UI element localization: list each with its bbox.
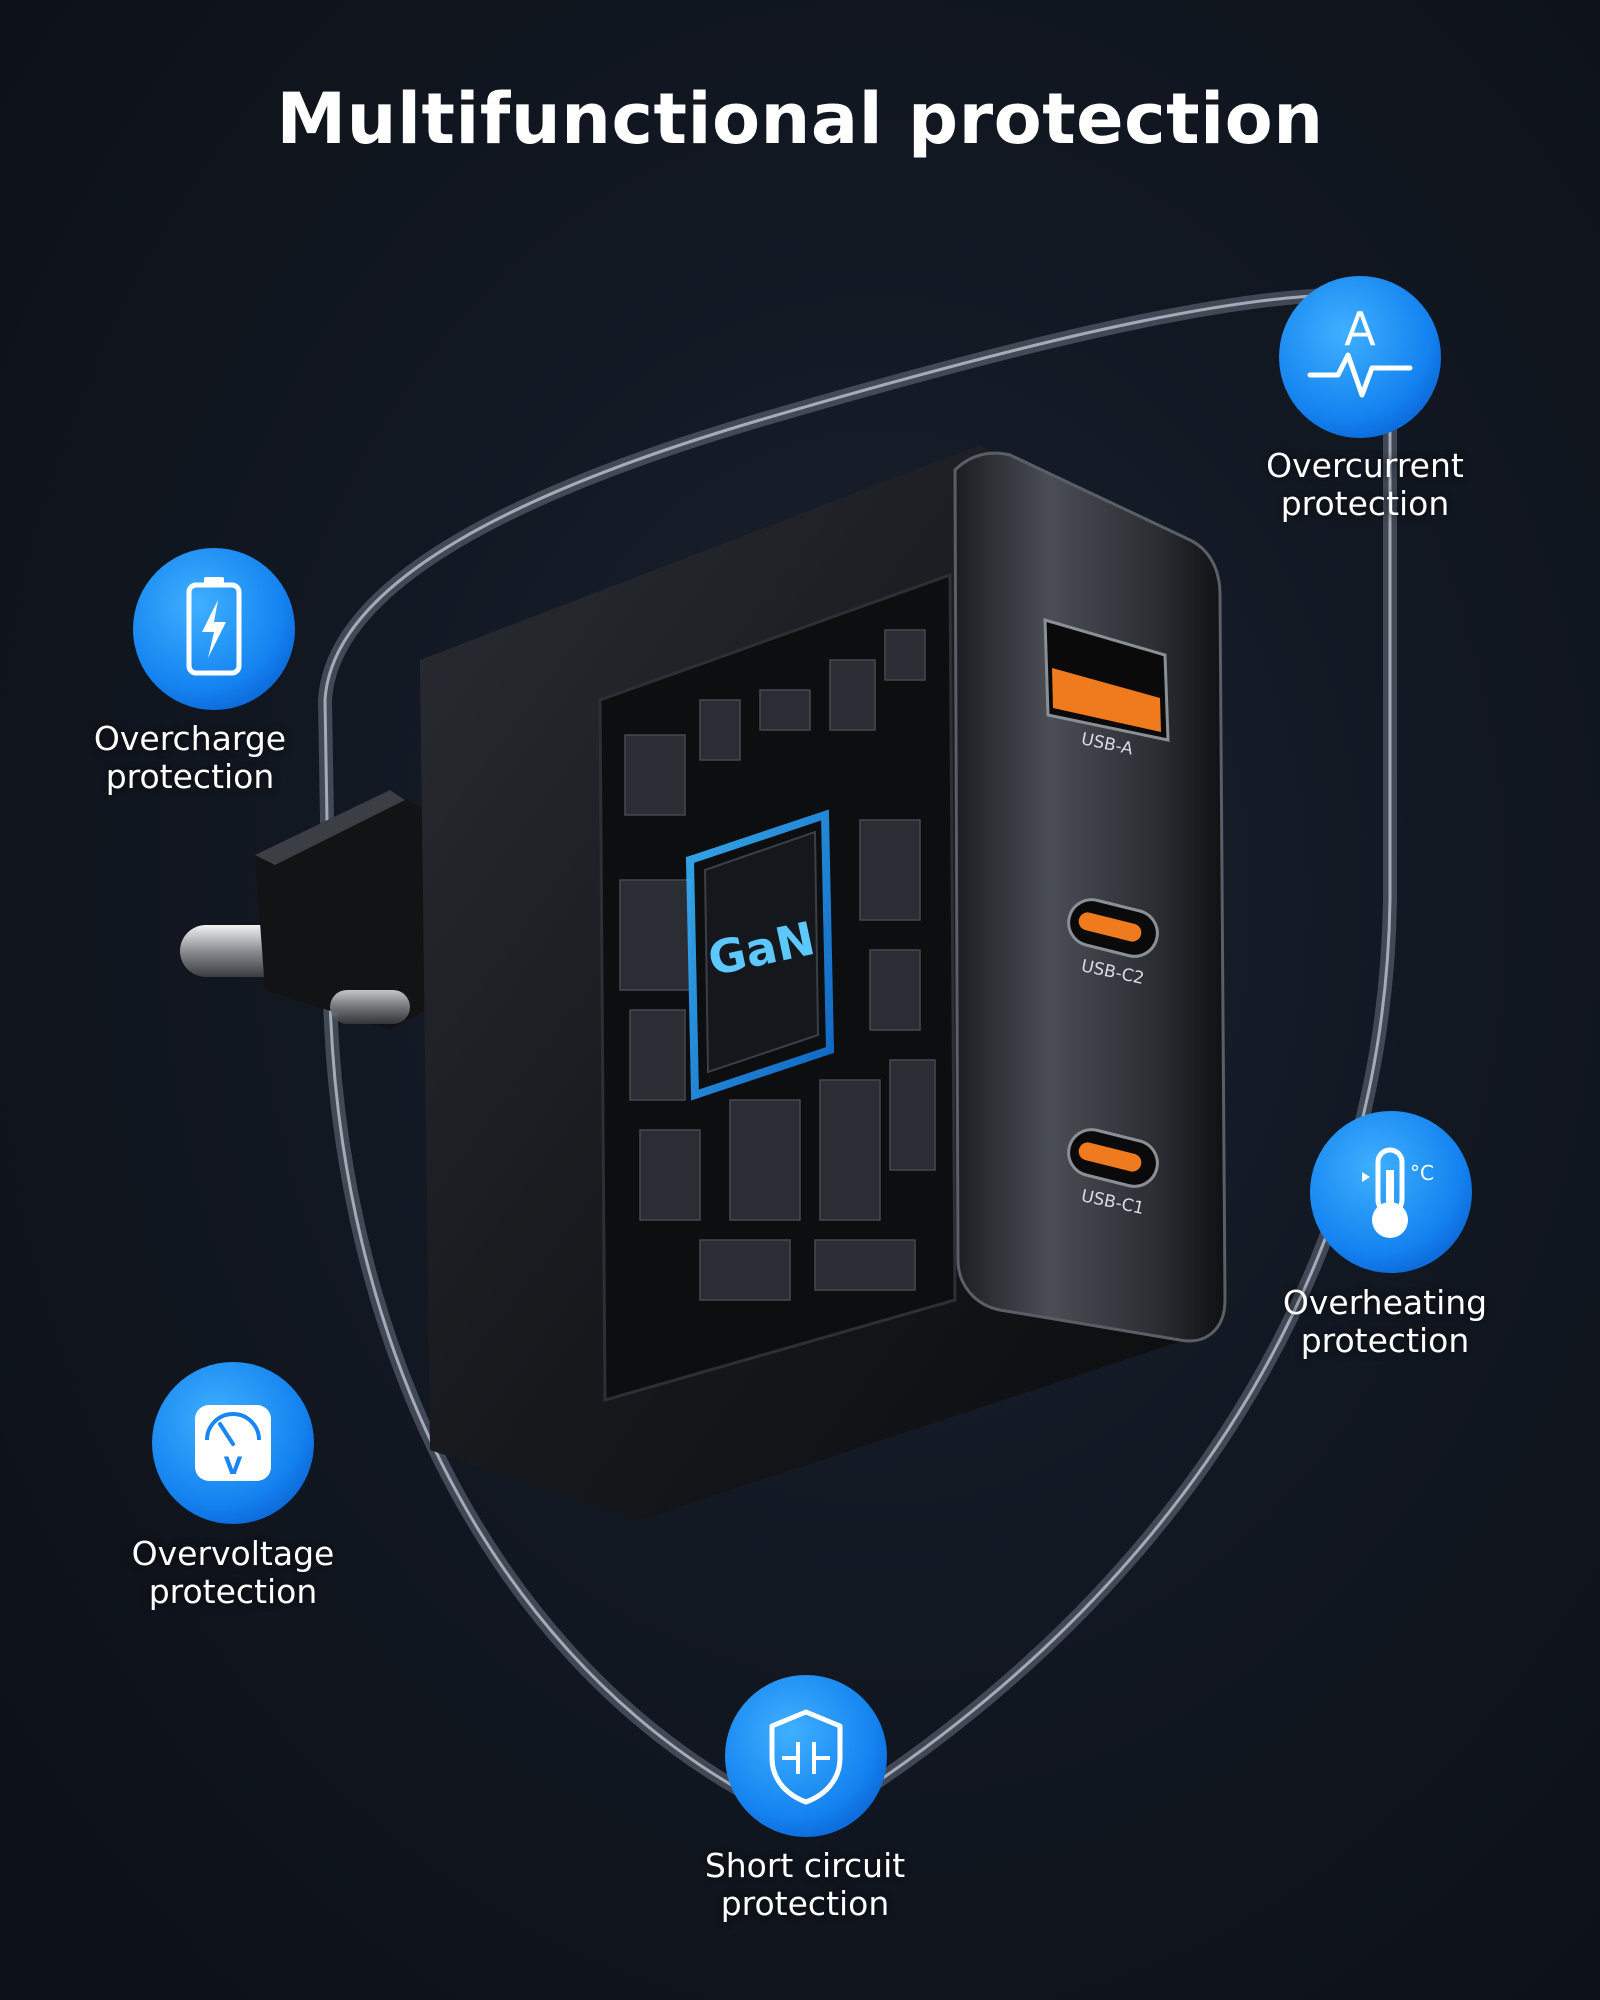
usb-c2-port: USB-C2 bbox=[1067, 898, 1159, 989]
feature-label-line: protection bbox=[1300, 1321, 1470, 1360]
feature-label-line: protection bbox=[1280, 484, 1450, 523]
feature-label-overvoltage: Overvoltage protection bbox=[83, 1535, 383, 1611]
feature-label-line: Overcurrent bbox=[1266, 446, 1464, 485]
feature-label-overheating: Overheating protection bbox=[1235, 1284, 1535, 1360]
battery-bolt-icon bbox=[133, 548, 295, 710]
charger-body: GaN USB-A USB-C2 USB-C1 bbox=[420, 445, 1227, 1520]
ammeter-pulse-icon: A bbox=[1279, 276, 1441, 438]
page-title: Multifunctional protection bbox=[276, 78, 1324, 160]
feature-label-overcharge: Overcharge protection bbox=[40, 720, 340, 796]
shield-circuit-icon bbox=[725, 1675, 887, 1837]
gan-chip: GaN bbox=[685, 809, 835, 1101]
ampere-symbol: A bbox=[1344, 302, 1376, 356]
feature-label-line: protection bbox=[720, 1884, 890, 1923]
circuit-components bbox=[619, 629, 936, 1301]
feature-label-line: Short circuit bbox=[704, 1846, 906, 1885]
volt-symbol: V bbox=[224, 1452, 243, 1480]
feature-label-line: protection bbox=[148, 1572, 318, 1611]
thermometer-celsius-icon: °C bbox=[1310, 1111, 1472, 1273]
feature-label-overcurrent: Overcurrent protection bbox=[1215, 447, 1515, 523]
feature-label-line: Overheating bbox=[1282, 1283, 1488, 1322]
feature-label-line: Overcharge bbox=[93, 719, 287, 758]
voltmeter-gauge-icon: V bbox=[152, 1362, 314, 1524]
eu-plug bbox=[180, 790, 460, 1030]
feature-label-short-circuit: Short circuit protection bbox=[655, 1847, 955, 1923]
celsius-symbol: °C bbox=[1410, 1161, 1434, 1185]
feature-label-line: Overvoltage bbox=[131, 1534, 335, 1573]
usb-a-port: USB-A bbox=[1043, 617, 1170, 760]
feature-label-line: protection bbox=[105, 757, 275, 796]
